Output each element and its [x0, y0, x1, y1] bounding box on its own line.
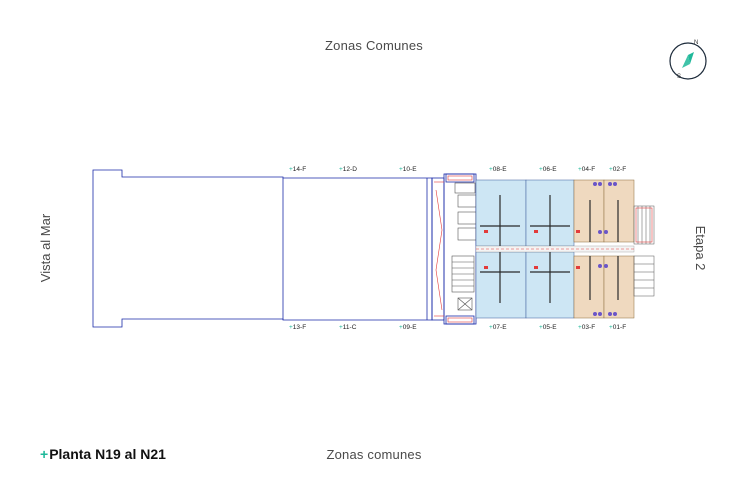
- top-zone-label: Zonas Comunes: [325, 38, 423, 53]
- unit-label-bottom: +03-F: [578, 324, 596, 331]
- compass-icon: [669, 42, 707, 80]
- unit-label-top: +12-D: [339, 166, 357, 173]
- core: [451, 182, 477, 311]
- units-f: [573, 179, 635, 319]
- fixtures: [593, 182, 617, 316]
- corridor: [475, 245, 635, 253]
- unit-label-top: +06-E: [539, 166, 557, 173]
- red-lines: [434, 175, 473, 323]
- building-outline: [92, 169, 477, 328]
- unit-label-top: +08-E: [489, 166, 507, 173]
- plan-title: +Planta N19 al N21: [40, 446, 166, 462]
- unit-label-bottom: +05-E: [539, 324, 557, 331]
- right-balconies: [633, 205, 655, 297]
- unit-label-bottom: +11-C: [339, 324, 357, 331]
- unit-label-top: +02-F: [609, 166, 627, 173]
- internal-walls: [480, 195, 619, 303]
- unit-label-bottom: +07-E: [489, 324, 507, 331]
- unit-label-top: +04-F: [578, 166, 596, 173]
- plan-title-text: Planta N19 al N21: [49, 446, 166, 462]
- unit-label-top: +14-F: [289, 166, 307, 173]
- plan-title-plus: +: [40, 446, 49, 462]
- compass-south: S: [677, 74, 682, 80]
- red-accents: [484, 230, 580, 269]
- right-balcony-red: [635, 207, 653, 243]
- unit-label-bottom: +01-F: [609, 324, 627, 331]
- bottom-zone-label: Zonas comunes: [326, 447, 422, 462]
- unit-label-top: +10-E: [399, 166, 417, 173]
- unit-label-bottom: +09-E: [399, 324, 417, 331]
- unit-label-bottom: +13-F: [289, 324, 307, 331]
- compass-north: N: [694, 40, 699, 46]
